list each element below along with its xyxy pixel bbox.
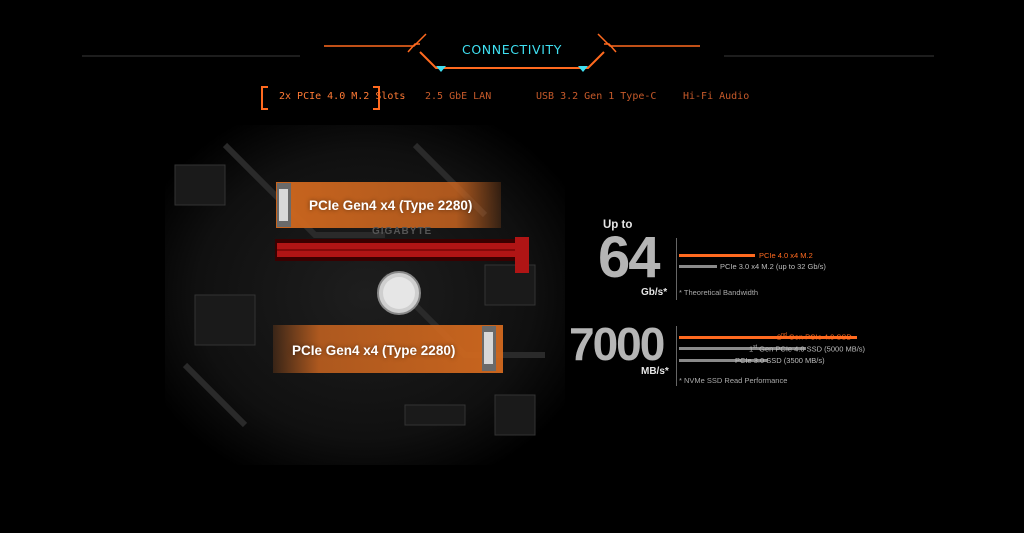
motherboard-image: [165, 125, 565, 465]
tab-usb-type-c[interactable]: USB 3.2 Gen 1 Type-C: [536, 91, 657, 102]
bandwidth-bar-pcie3: [679, 265, 717, 268]
tab-lan[interactable]: 2.5 GbE LAN: [425, 91, 492, 102]
bandwidth-divider: [676, 238, 677, 300]
ssd-bar-gen2-label: 2nd Gen PCIe 4.0 SSD: [777, 332, 852, 342]
tab-hifi-audio[interactable]: Hi-Fi Audio: [683, 91, 750, 102]
m2-slot-bottom-label: PCIe Gen4 x4 (Type 2280): [292, 343, 456, 358]
bandwidth-value: 64: [598, 225, 660, 290]
ssd-bar-pcie3-label: PCIe 3.0 SSD (3500 MB/s): [735, 356, 825, 365]
bandwidth-bar-pcie4: [679, 254, 755, 257]
bandwidth-bar-pcie3-label: PCIe 3.0 x4 M.2 (up to 32 Gb/s): [720, 262, 826, 271]
tab-m2-slots[interactable]: 2x PCIe 4.0 M.2 Slots: [279, 91, 406, 102]
ssd-divider: [676, 326, 677, 386]
ssd-bar-gen1: [679, 347, 806, 350]
bandwidth-note: * Theoretical Bandwidth: [679, 288, 759, 297]
ssd-speed-value: 7000: [569, 318, 665, 370]
ssd-bar-gen1-label: 1st Gen PCIe 4.0 SSD (5000 MB/s): [749, 344, 866, 354]
section-title: CONNECTIVITY: [462, 42, 562, 57]
bandwidth-bar-pcie4-label: PCIe 4.0 x4 M.2: [759, 251, 813, 260]
bandwidth-prefix: Up to: [603, 219, 633, 231]
m2-slot-top-label: PCIe Gen4 x4 (Type 2280): [309, 198, 473, 213]
header-frame: [82, 33, 934, 72]
ssd-bar-pcie3: [679, 359, 768, 362]
active-tab-bracket-right: [373, 86, 380, 110]
bandwidth-unit: Gb/s*: [641, 287, 668, 298]
ssd-bar-gen2: [679, 336, 857, 339]
brand-logo: GIGABYTE: [372, 226, 433, 237]
active-tab-bracket-left: [261, 86, 268, 110]
ssd-speed-unit: MB/s*: [641, 366, 669, 377]
ssd-note: * NVMe SSD Read Performance: [679, 376, 788, 385]
